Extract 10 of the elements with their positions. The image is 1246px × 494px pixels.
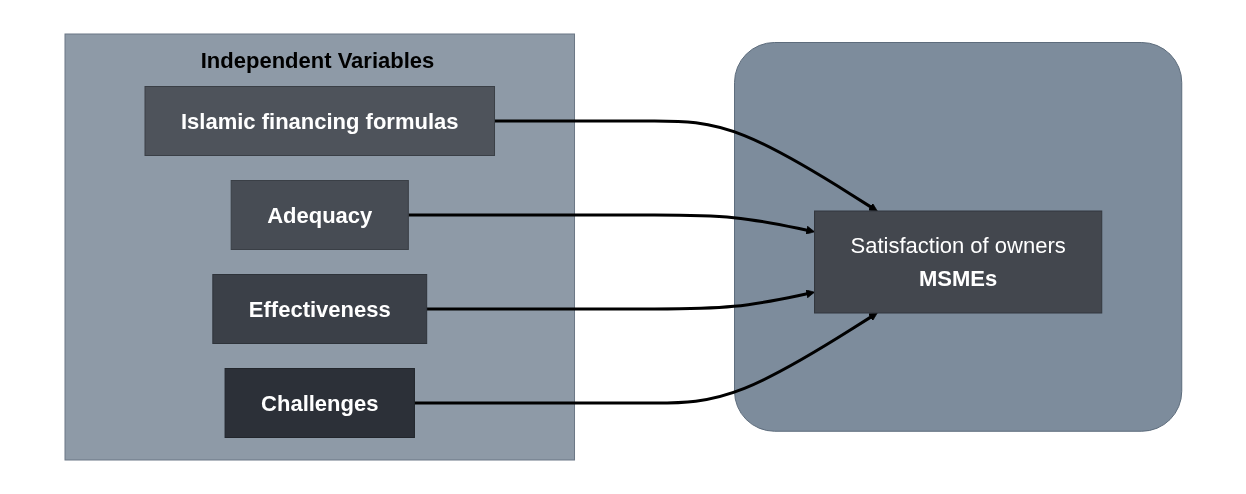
arrow [407,213,815,235]
arrow [426,289,815,311]
node-box: Islamic financing formulas [144,86,495,156]
node-box: Satisfaction of owners MSMEs [813,210,1102,314]
arrow [414,312,878,405]
node-box: Adequacy [230,180,409,250]
node-box: Effectiveness [211,274,427,344]
cluster [733,42,1182,432]
arrow [494,119,878,212]
node-box: Challenges [224,368,415,438]
